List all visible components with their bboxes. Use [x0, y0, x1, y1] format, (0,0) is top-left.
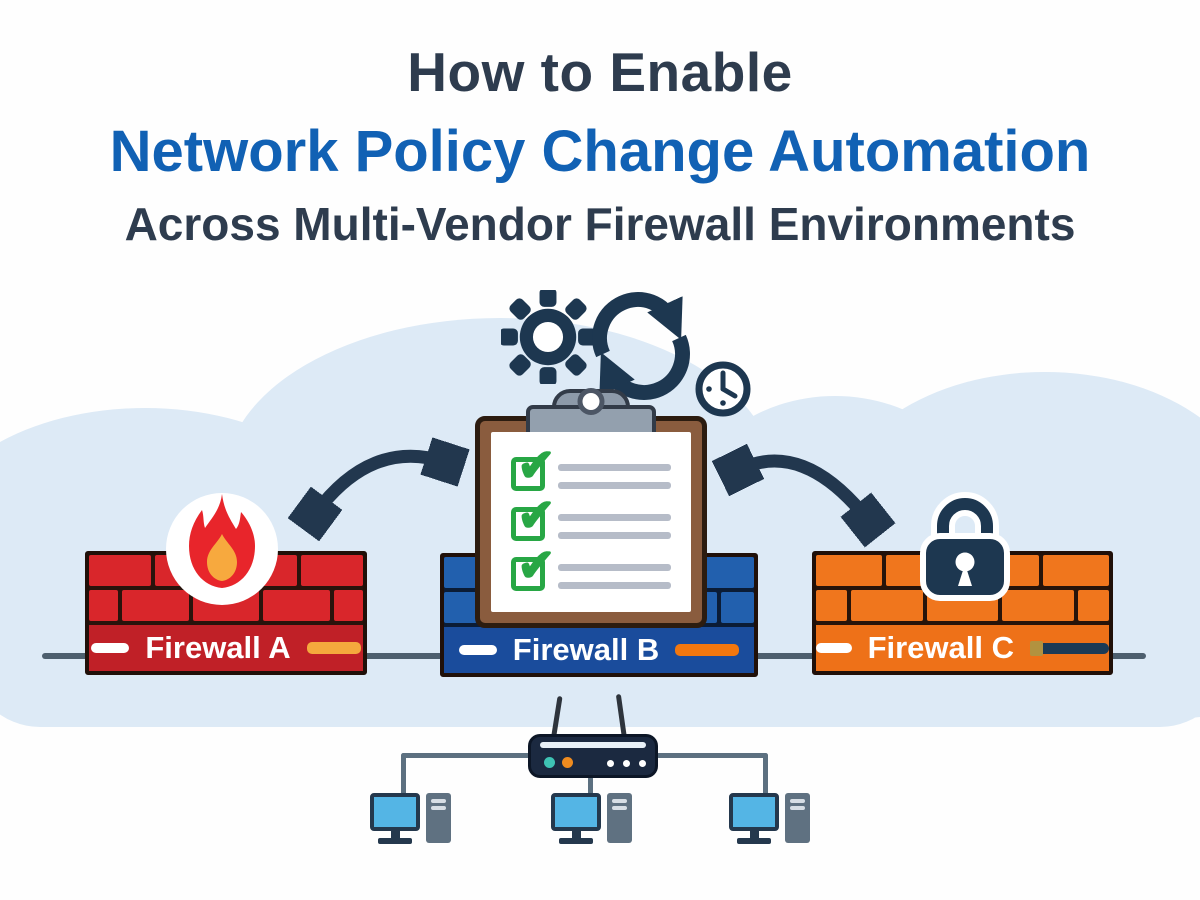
checklist-row: ✔: [511, 492, 671, 550]
router-led-white: [607, 760, 614, 767]
gear-icon: [501, 290, 595, 384]
wire-right-horizontal: [656, 753, 768, 758]
workstation-icon: [729, 793, 813, 849]
router-led-teal: [544, 757, 555, 768]
firewall-a-name: Firewall A: [145, 630, 291, 665]
sync-arrows-icon: [592, 292, 690, 400]
monitor-screen: [729, 793, 779, 831]
wire-center-vertical: [588, 776, 593, 798]
arrow-clipboard-to-firewall-a: [283, 420, 478, 545]
label-dash: [306, 642, 361, 654]
title-line-3: Across Multi-Vendor Firewall Environment…: [124, 198, 1076, 250]
padlock-icon: [920, 492, 1010, 601]
label-dash: [816, 643, 852, 653]
firewall-a-label-bar: Firewall A: [89, 621, 363, 671]
check-icon: ✔: [517, 539, 556, 591]
router-led-white: [639, 760, 646, 767]
flame-icon: [166, 493, 278, 605]
clock-icon: [695, 361, 751, 417]
checklist-row: ✔: [511, 542, 671, 600]
checkbox-checked: ✔: [511, 542, 556, 591]
label-dash: [91, 643, 130, 653]
clipboard-clip-ring: [577, 388, 605, 415]
computer-tower: [426, 793, 451, 843]
checklist-text-lines: [558, 457, 671, 500]
workstation-icon: [551, 793, 635, 849]
checklist-text-lines: [558, 507, 671, 550]
checkbox-checked: ✔: [511, 442, 556, 491]
wire-left-vertical: [401, 753, 406, 797]
wire-right-vertical: [763, 753, 768, 797]
title-block: How to Enable Network Policy Change Auto…: [0, 0, 1200, 251]
firewall-c-label-bar: Firewall C: [816, 621, 1109, 671]
check-icon: ✔: [517, 489, 556, 541]
policy-checklist-clipboard: ✔ ✔ ✔: [475, 388, 707, 628]
firewall-b-name: Firewall B: [512, 632, 660, 667]
title-line-2: Network Policy Change Automation: [109, 119, 1091, 184]
arrow-clipboard-to-firewall-c: [708, 432, 898, 552]
firewall-b-label-bar: Firewall B: [444, 623, 754, 673]
router-led-white: [623, 760, 630, 767]
checklist-row: ✔: [511, 442, 671, 500]
monitor-screen: [370, 793, 420, 831]
label-dash: [1030, 640, 1109, 656]
checklist-text-lines: [558, 557, 671, 600]
wire-left-horizontal: [401, 753, 530, 758]
label-dash: [458, 645, 497, 655]
router-stripe: [540, 742, 646, 748]
monitor-screen: [551, 793, 601, 831]
workstation-icon: [370, 793, 454, 849]
label-dash: [675, 644, 740, 656]
computer-tower: [785, 793, 810, 843]
firewall-c-name: Firewall C: [867, 630, 1014, 665]
computer-tower: [607, 793, 632, 843]
title-line-1: How to Enable: [407, 41, 793, 103]
router-led-orange: [562, 757, 573, 768]
check-icon: ✔: [517, 439, 556, 491]
wireless-router-icon: [528, 734, 658, 778]
checkbox-checked: ✔: [511, 492, 556, 541]
